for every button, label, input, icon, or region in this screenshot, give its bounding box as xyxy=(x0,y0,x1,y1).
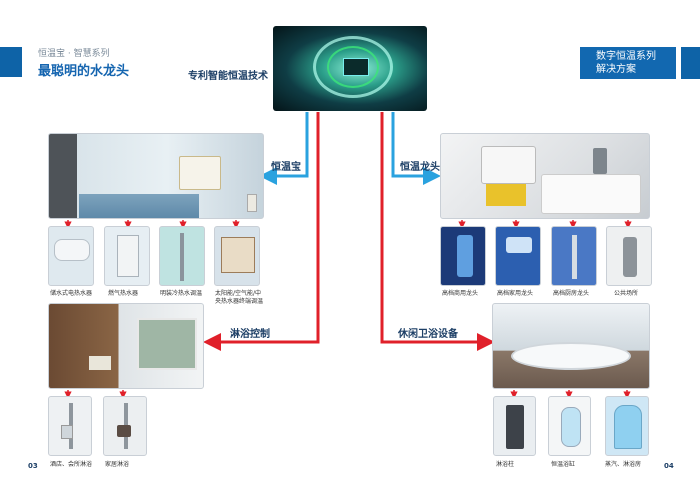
product-label: 储水式电热水器 xyxy=(50,290,93,297)
yellow-block xyxy=(486,184,526,206)
product-label: 蒸汽、淋浴房 xyxy=(605,461,642,468)
product-tile-kitchen-faucet xyxy=(551,226,597,286)
product-label-line2: 央热水器终端调温 xyxy=(215,298,264,305)
left-accent-bar xyxy=(0,47,22,77)
product-label: 高档厨房龙头 xyxy=(553,290,590,297)
bathroom-scene-image xyxy=(440,133,650,219)
shower-column-icon xyxy=(180,233,184,281)
shower-panel-icon xyxy=(506,405,524,449)
product-tile-public-faucet xyxy=(606,226,652,286)
water-heater-icon xyxy=(54,239,90,261)
product-tile-commercial-faucet xyxy=(440,226,486,286)
product-label: 明装冷热水调温 xyxy=(160,290,203,297)
connector-label-shower-control: 淋浴控制 xyxy=(230,329,270,340)
product-label: 高档商用龙头 xyxy=(442,290,479,297)
product-tile-shower-column xyxy=(159,226,205,286)
gas-heater-icon xyxy=(117,235,139,277)
thermo-box-device-icon xyxy=(179,156,221,190)
right-accent-bar xyxy=(681,47,700,79)
page-number-right: 04 xyxy=(664,462,674,470)
shower-room-icon xyxy=(614,405,642,449)
house-icon xyxy=(221,237,255,273)
product-label: 家居淋浴 xyxy=(105,461,130,468)
control-panel-icon xyxy=(117,425,131,437)
sink-icon xyxy=(541,174,641,214)
sensor-faucet-icon xyxy=(623,237,637,277)
shower-room-scene-image xyxy=(48,303,204,389)
product-label: 燃气热水器 xyxy=(108,290,139,297)
toilet-icon xyxy=(481,146,536,184)
bathtub-icon xyxy=(511,342,631,370)
series-subtitle: 恒温宝 · 智慧系列 xyxy=(38,49,110,59)
thermo-box-scene-image xyxy=(48,133,264,219)
connector-label-thermo-box: 恒温宝 xyxy=(271,162,301,173)
valve-icon xyxy=(247,194,257,212)
connector-label-leisure-bath: 休闲卫浴设备 xyxy=(398,329,458,340)
product-tile-home-faucet xyxy=(495,226,541,286)
tech-label: 专利智能恒温技术 xyxy=(188,71,268,82)
shower-controller-icon xyxy=(89,356,111,370)
product-label: 淋浴柱 xyxy=(496,461,515,468)
product-tile-thermo-bathtub xyxy=(548,396,591,456)
product-tile-hotel-shower xyxy=(48,396,92,456)
product-tile-home-shower xyxy=(103,396,147,456)
product-label: 高档家用龙头 xyxy=(497,290,534,297)
series-box-line1: 数字恒温系列 xyxy=(596,51,656,62)
product-label: 恒温浴缸 xyxy=(551,461,576,468)
product-tile-water-heater xyxy=(48,226,94,286)
product-tile-house xyxy=(214,226,260,286)
product-tile-steam-room xyxy=(605,396,649,456)
product-label: 公共场所 xyxy=(614,290,639,297)
kitchen-faucet-icon xyxy=(572,235,577,279)
bathtub-icon xyxy=(561,407,581,447)
tech-image xyxy=(273,26,427,111)
leisure-bath-scene-image xyxy=(492,303,650,389)
connector-label-thermo-faucet: 恒温龙头 xyxy=(400,162,440,173)
tech-ring-inner xyxy=(327,46,379,88)
faucet-icon xyxy=(457,235,473,277)
product-tile-shower-column xyxy=(493,396,536,456)
window-view xyxy=(137,318,197,370)
page-number-left: 03 xyxy=(28,462,38,470)
series-box: 数字恒温系列 解决方案 xyxy=(580,47,676,79)
faucet-icon xyxy=(506,237,532,253)
control-panel-icon xyxy=(61,425,73,439)
product-tile-gas-heater xyxy=(104,226,150,286)
tech-ring-outer xyxy=(313,36,393,98)
product-label: 太阳能/空气能/中 xyxy=(215,290,262,297)
faucet-icon xyxy=(593,148,607,174)
product-label: 酒店、会所淋浴 xyxy=(50,461,93,468)
page-title: 最聪明的水龙头 xyxy=(38,64,130,79)
tech-chip xyxy=(343,58,369,76)
sea-view xyxy=(79,194,199,218)
series-box-line2: 解决方案 xyxy=(596,64,636,75)
